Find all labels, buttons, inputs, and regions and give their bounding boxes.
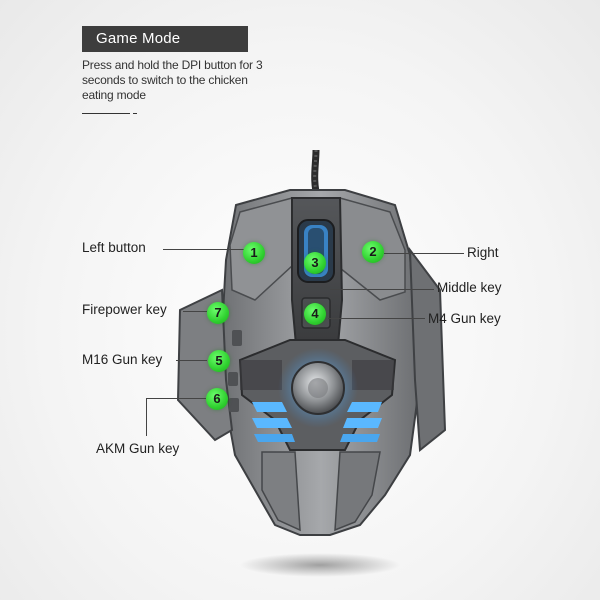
leader-m4-gun-key bbox=[328, 318, 425, 319]
side-button-6 bbox=[229, 398, 239, 412]
divider-rule bbox=[82, 113, 130, 114]
light-strip-right-1 bbox=[347, 402, 382, 412]
leader-right bbox=[384, 253, 464, 254]
leader-akm-gun-key-horizontal bbox=[146, 398, 206, 399]
mouse-shadow bbox=[240, 553, 400, 577]
light-strip-right-2 bbox=[343, 418, 382, 428]
label-akm-gun-key: AKM Gun key bbox=[96, 441, 180, 456]
label-left-button: Left button bbox=[82, 240, 146, 255]
leader-middle-key bbox=[330, 289, 434, 290]
badge-m4-key: 4 bbox=[304, 303, 326, 325]
label-right: Right bbox=[467, 245, 499, 260]
side-button-5 bbox=[228, 372, 238, 386]
leader-left-button bbox=[163, 249, 245, 250]
lower-shell-left bbox=[261, 451, 301, 532]
label-middle-key: Middle key bbox=[437, 280, 502, 295]
badge-firepower-key: 7 bbox=[207, 302, 229, 324]
side-button-7 bbox=[232, 330, 242, 346]
label-firepower-key: Firepower key bbox=[82, 302, 167, 317]
label-m4-gun-key: M4 Gun key bbox=[428, 311, 501, 326]
mode-title: Game Mode bbox=[82, 26, 248, 52]
mode-description: Press and hold the DPI button for 3 seco… bbox=[82, 58, 263, 102]
badge-akm-key: 6 bbox=[206, 388, 228, 410]
light-strip-left-1 bbox=[252, 402, 287, 412]
light-strip-right-3 bbox=[340, 434, 380, 442]
badge-right-button: 2 bbox=[362, 241, 384, 263]
leader-akm-gun-key-vertical bbox=[146, 398, 147, 436]
light-strip-left-2 bbox=[252, 418, 292, 428]
mesh-left bbox=[240, 360, 282, 390]
divider-rule-short bbox=[133, 113, 137, 114]
light-strip-left-3 bbox=[254, 434, 295, 442]
leader-m16-gun-key bbox=[176, 360, 207, 361]
side-panel-right bbox=[408, 246, 447, 452]
badge-left-button: 1 bbox=[243, 242, 265, 264]
badge-m16-key: 5 bbox=[208, 350, 230, 372]
leader-firepower-key bbox=[183, 311, 207, 312]
lower-shell-right bbox=[334, 451, 381, 532]
label-m16-gun-key: M16 Gun key bbox=[82, 352, 163, 367]
badge-middle-key: 3 bbox=[304, 252, 326, 274]
mesh-right bbox=[352, 360, 394, 390]
